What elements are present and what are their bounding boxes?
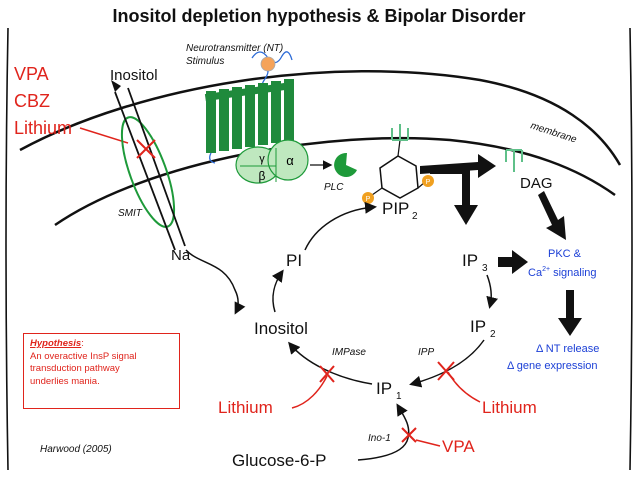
neurotransmitter-ball [260,56,276,72]
ip1-subscript: 1 [396,391,402,402]
ipp-label: IPP [418,347,434,358]
signaling-to-output-arrow [558,290,582,336]
nt-squiggle [251,51,293,64]
g-protein [235,139,309,184]
smit-na-channel [127,87,186,247]
page-title: Inositol depletion hypothesis & Bipolar … [112,6,525,26]
citation: Harwood (2005) [40,444,112,455]
dag-label: DAG [520,175,553,192]
ip2-subscript: 2 [490,329,496,340]
lithium-impase-label: Lithium [218,398,273,417]
ipp-inhibition-x-2 [437,361,455,381]
ip3-to-calcium-arrow [498,250,528,274]
smit-transporter [120,116,176,228]
inositol-extracellular-label: Inositol [110,67,158,84]
inhibitor-vpa: VPA [14,64,49,84]
pip2-molecule [371,124,426,199]
lithium-right-line [447,371,481,403]
alpha-subunit: α [286,153,294,168]
impase-inhibition-x-2 [319,365,335,383]
glucose-label: Glucose-6-P [232,451,326,470]
membrane-label: membrane [529,120,578,145]
inhibitor-cbz: CBZ [14,91,50,111]
dag-to-pkc-arrow [538,191,566,240]
pkc-label: PKC & [548,248,582,260]
gene-expression-label: Δ gene expression [507,360,598,372]
membrane-outer [19,69,622,166]
ip3-to-ip2-arrow [486,274,499,309]
gamma-subunit: γ [259,153,265,165]
pip2-label: PIP [382,199,409,218]
frame-left [5,27,9,471]
lithium-ipp-label: Lithium [482,398,537,417]
pi-to-pip2-arrow [304,201,377,251]
beta-subunit: β [259,169,266,183]
hypothesis-heading: Hypothesis: [30,338,84,349]
ino1-inhibition-x-2 [401,427,417,443]
phosphate-2 [422,175,434,187]
pip2-to-ip3-arrow [430,166,478,225]
calcium-signaling-label: Ca2+ signaling [528,266,597,279]
pip2-subscript: 2 [412,211,418,222]
ip3-label: IP [462,251,478,270]
smit-inhibition-x-2 [136,139,156,159]
hypothesis-line-3: underlies mania. [30,375,100,387]
lithium-left-line [291,375,328,409]
pi-label: PI [286,251,302,270]
gpcr-receptor [204,79,294,164]
hypothesis-box: Hypothesis: An overactive InsP signal tr… [23,333,180,409]
nt-release-label: Δ NT release [536,343,599,355]
impase-label: IMPase [332,347,366,358]
inhibitor-lithium: Lithium [14,118,72,138]
plc-label: PLC [324,182,344,193]
inhibition-line-smit [79,127,129,144]
phosphate-1 [362,192,374,204]
smit-inositol-channel [114,91,176,251]
dag-molecule [505,149,523,172]
ip2-label: IP [470,317,486,336]
hypothesis-line-1: An overactive InsP signal [30,350,137,362]
glucose-to-ip1-arrow [357,403,410,461]
nt-label-line2: Stimulus [186,56,224,67]
ip3-subscript: 3 [482,263,488,274]
na-to-inositol-arrow [185,249,246,315]
nt-label-line1: Neurotransmitter (NT) [186,43,283,54]
inositol-to-pi-arrow [271,269,284,313]
na-label: Na [171,247,191,264]
vpa-ino1-label: VPA [442,437,475,456]
inositol-cycle-label: Inositol [254,319,308,338]
ino1-label: Ino-1 [368,433,391,444]
plc-enzyme [334,152,357,177]
ip2-to-ip1-arrow [409,339,485,388]
phosphate-2-label: P [426,179,431,186]
membrane-inner [54,136,616,227]
phosphate-1-label: P [366,196,371,203]
vpa-inhibition-line [415,439,441,447]
smit-label: SMIT [118,208,143,219]
frame-right [629,27,633,471]
inositol-import-arrowhead [111,80,121,92]
hypothesis-line-2: transduction pathway [30,363,120,374]
ip1-label: IP [376,379,392,398]
